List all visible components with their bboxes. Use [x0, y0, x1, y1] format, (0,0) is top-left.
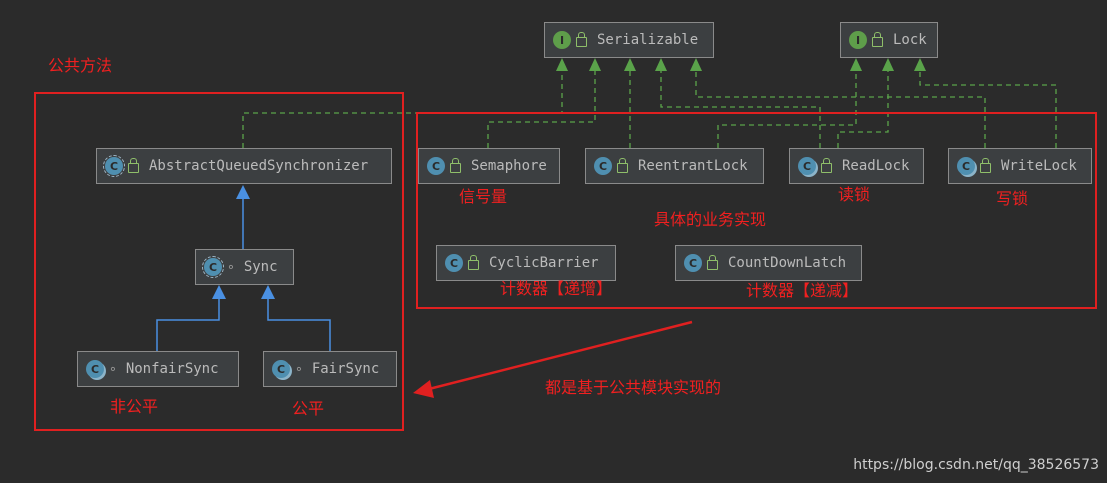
node-fairsync[interactable]: C ∘ FairSync: [263, 351, 397, 387]
common-module-box: [34, 92, 404, 431]
note-readlock: 读锁: [838, 185, 871, 204]
abstract-class-icon: C: [202, 256, 224, 278]
edge-readlock-lock: [837, 70, 889, 148]
arrowhead-green: [850, 58, 862, 71]
edge-writelock-lock: [919, 70, 1057, 148]
abstract-class-icon: C: [103, 155, 125, 177]
class-icon: C: [684, 254, 702, 272]
node-reentrantlock[interactable]: C ReentrantLock: [585, 148, 764, 184]
note-fair: 公平: [292, 399, 325, 418]
edge-readlock-serializable: [660, 70, 821, 148]
note-cyclic: 计数器【递增】: [500, 279, 613, 298]
lock-icon: [617, 158, 628, 173]
note-public-methods: 公共方法: [48, 56, 113, 75]
watermark: https://blog.csdn.net/qq_38526573: [853, 457, 1099, 473]
arrowhead-green: [624, 58, 636, 71]
lock-icon: [872, 32, 883, 47]
node-writelock[interactable]: C WriteLock: [948, 148, 1092, 184]
arrowhead-green: [914, 58, 926, 71]
annotation-arrowhead: [413, 380, 434, 398]
edge-semaphore-serializable: [487, 70, 596, 148]
node-aqs[interactable]: C AbstractQueuedSynchronizer: [96, 148, 392, 184]
note-writelock: 写锁: [996, 189, 1029, 208]
note-semaphore: 信号量: [459, 187, 508, 206]
edge-nonfair-sync: [156, 298, 220, 351]
node-nonfairsync[interactable]: C ∘ NonfairSync: [77, 351, 239, 387]
business-impl-box: [416, 112, 1097, 309]
inner-class-icon: C: [957, 157, 975, 175]
annotation-arrow: [424, 320, 693, 392]
lock-icon: [980, 158, 991, 173]
inner-class-icon: C: [86, 360, 104, 378]
node-countdownlatch[interactable]: C CountDownLatch: [675, 245, 862, 281]
note-countdown: 计数器【递减】: [746, 281, 859, 300]
package-private-icon: ∘: [109, 361, 117, 377]
arrowhead-blue: [261, 285, 275, 299]
node-sync[interactable]: C ∘ Sync: [195, 249, 294, 285]
note-based-on-common: 都是基于公共模块实现的: [545, 378, 722, 397]
inner-class-icon: C: [272, 360, 290, 378]
arrowhead-blue: [236, 185, 250, 199]
edge-reentrant-lock: [717, 70, 857, 148]
package-private-icon: ∘: [227, 259, 235, 275]
lock-icon: [468, 255, 479, 270]
lock-icon: [821, 158, 832, 173]
class-icon: C: [594, 157, 612, 175]
lock-icon: [707, 255, 718, 270]
node-cyclicbarrier[interactable]: C CyclicBarrier: [436, 245, 616, 281]
class-icon: C: [427, 157, 445, 175]
inner-class-icon: C: [798, 157, 816, 175]
arrowhead-green: [589, 58, 601, 71]
node-lock[interactable]: I Lock: [840, 22, 938, 58]
arrowhead-green: [556, 58, 568, 71]
interface-icon: I: [553, 31, 571, 49]
class-icon: C: [445, 254, 463, 272]
package-private-icon: ∘: [295, 361, 303, 377]
edge-writelock-serializable: [695, 70, 986, 148]
lock-icon: [576, 32, 587, 47]
arrowhead-green: [690, 58, 702, 71]
arrowhead-green: [655, 58, 667, 71]
node-serializable[interactable]: I Serializable: [544, 22, 714, 58]
note-business-impl: 具体的业务实现: [654, 210, 767, 229]
lock-icon: [450, 158, 461, 173]
interface-icon: I: [849, 31, 867, 49]
lock-icon: [128, 158, 139, 173]
arrowhead-blue: [212, 285, 226, 299]
arrowhead-green: [882, 58, 894, 71]
node-readlock[interactable]: C ReadLock: [789, 148, 924, 184]
edge-fair-sync: [267, 298, 331, 351]
node-semaphore[interactable]: C Semaphore: [418, 148, 560, 184]
note-nonfair: 非公平: [110, 397, 159, 416]
